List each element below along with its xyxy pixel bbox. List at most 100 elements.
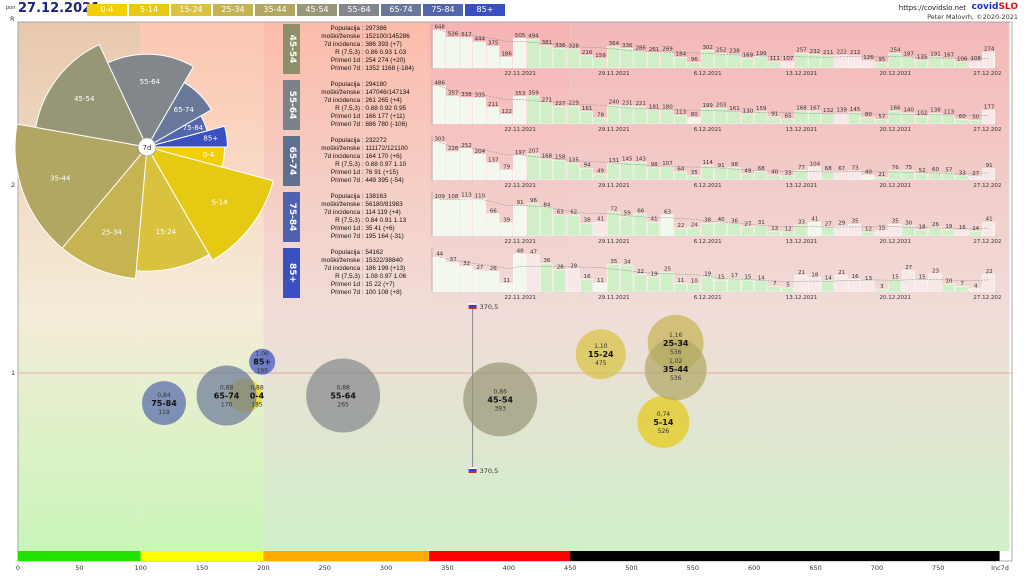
age-label-box: 45-54 <box>283 24 300 74</box>
bar-value: 41 <box>811 217 818 223</box>
bar <box>821 55 835 69</box>
bar-value: 135 <box>568 158 579 164</box>
bar-value: 18 <box>811 272 818 278</box>
bubble-label: 0-4 <box>250 392 265 401</box>
bar <box>472 97 486 125</box>
bar-value: 15 <box>919 275 926 281</box>
bar <box>539 158 553 181</box>
radial-wedge-35-44 <box>14 123 148 249</box>
date-label: 20.12.2021 <box>880 127 912 133</box>
bar <box>915 115 929 125</box>
bar-value: 12 <box>785 226 792 232</box>
radial-label: 85+ <box>203 135 218 143</box>
bubble-r: 1,02 <box>669 358 683 365</box>
bar <box>446 95 460 125</box>
bar-value: 84 <box>543 202 550 208</box>
bar <box>874 289 888 293</box>
bubble-label: 5-14 <box>653 418 673 427</box>
bar-value: 27 <box>972 171 979 177</box>
bar-value: 68 <box>825 166 832 172</box>
bar <box>968 176 982 181</box>
legend-35-44: 35-44 <box>255 4 295 16</box>
legend-0-4: 0-4 <box>87 4 127 16</box>
bar <box>781 287 795 293</box>
bar <box>459 37 473 69</box>
bar-value: 186 <box>501 52 512 58</box>
bar <box>539 45 553 69</box>
bar-value: 35 <box>892 219 899 225</box>
bar-value: 4 <box>974 283 978 289</box>
bar-value: 27 <box>825 221 832 227</box>
bar-value: 22 <box>637 269 644 275</box>
bar <box>700 50 714 69</box>
bar <box>861 117 875 125</box>
bar-value: 197 <box>515 150 526 156</box>
bar-value: 104 <box>810 161 821 167</box>
bar <box>874 119 888 125</box>
bar-value: 37 <box>450 257 457 263</box>
bar-value: 15 <box>892 275 899 281</box>
bubble-r: 0,86 <box>494 388 508 395</box>
bar-value: 108 <box>970 56 981 62</box>
stat-row: Populacija : 138163 <box>330 193 387 200</box>
age-label-box: 85+ <box>283 248 300 298</box>
bar <box>727 223 741 237</box>
bar-value: 19 <box>651 271 658 277</box>
bubble-label: 35-44 <box>663 365 689 374</box>
bar <box>740 57 754 69</box>
bar <box>848 223 862 237</box>
bar-value: 21 <box>838 270 845 276</box>
bubble-label: 85+ <box>253 358 271 367</box>
bar-value: 11 <box>677 278 684 284</box>
bar-value: 21 <box>798 270 805 276</box>
bar <box>553 214 567 237</box>
site-url[interactable]: https://covidslo.net <box>898 4 966 12</box>
bar <box>593 283 607 293</box>
bar <box>888 279 902 293</box>
bubble-circle-5-14 <box>637 395 690 448</box>
bar <box>901 112 915 125</box>
bar-value: 13 <box>865 276 872 282</box>
bar-value: 254 <box>890 48 901 54</box>
bar <box>472 154 486 181</box>
stat-row: 7d incidenca : 186 199 (+13) <box>324 265 406 272</box>
radial-label: 0-4 <box>203 151 215 159</box>
bar-value: 131 <box>609 158 620 164</box>
bar <box>673 56 687 69</box>
legend-65-74: 65-74 <box>381 4 421 16</box>
bar <box>982 51 996 69</box>
bar-value: 22 <box>986 269 993 275</box>
bar-value: 19 <box>945 224 952 230</box>
radial-label: 15-24 <box>156 228 177 236</box>
bar <box>432 256 446 293</box>
bar-value: 11 <box>503 278 510 284</box>
bar <box>553 106 567 125</box>
bar <box>740 226 754 237</box>
bar <box>687 283 701 293</box>
bar <box>968 288 982 293</box>
bar-value: 26 <box>932 222 939 228</box>
trend-line <box>439 141 990 174</box>
radial-wedge-25-34 <box>61 145 148 280</box>
bar <box>955 286 969 293</box>
bar-value: 336 <box>555 43 566 49</box>
bar-value: 7 <box>961 281 965 287</box>
bar <box>928 112 942 125</box>
bar <box>486 162 500 181</box>
bar-value: 364 <box>609 41 620 47</box>
bar-value: 49 <box>744 168 751 174</box>
bar <box>580 222 594 237</box>
date-label: 13.12.2021 <box>786 127 818 133</box>
bar <box>941 283 955 293</box>
bar <box>955 230 969 237</box>
x-tick-label: 450 <box>564 564 576 572</box>
bar <box>620 264 634 293</box>
date-label: 22.11.2021 <box>504 295 535 301</box>
radial-wedge-15-24 <box>135 145 210 272</box>
bar <box>968 119 982 125</box>
date-label: 22.11.2021 <box>504 183 535 189</box>
